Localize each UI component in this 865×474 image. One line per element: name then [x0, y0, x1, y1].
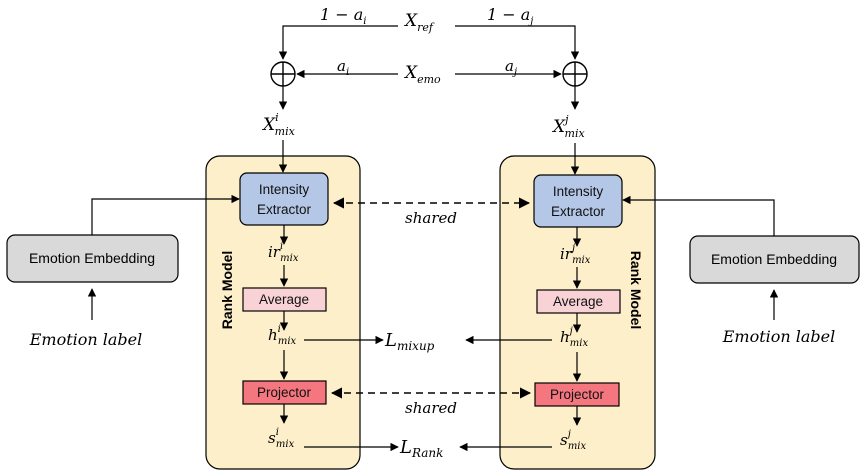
- xref-to-right-adder: [455, 25, 580, 60]
- shared-bottom-label: shared: [405, 399, 457, 417]
- right-embedding-to-extractor: [622, 195, 775, 236]
- one-minus-ai-label: 1 − ai: [320, 5, 367, 27]
- right-average-label: Average: [553, 294, 603, 309]
- right-adder-icon: [562, 61, 588, 87]
- right-emotion-embedding-label: Emotion Embedding: [711, 251, 837, 267]
- left-extractor-line2: Extractor: [257, 202, 312, 217]
- right-rank-model-title: Rank Model: [628, 251, 644, 330]
- left-adder-icon: [270, 61, 296, 87]
- left-average-label: Average: [259, 292, 309, 307]
- left-emotion-embedding-label: Emotion Embedding: [29, 250, 155, 266]
- left-projector-label: Projector: [257, 385, 312, 400]
- mixup-loss-label: Lmixup: [384, 330, 435, 353]
- ai-label: ai: [337, 57, 349, 78]
- right-average-box: [536, 289, 621, 314]
- left-embedding-to-extractor: [91, 194, 240, 235]
- aj-label: aj: [505, 57, 517, 78]
- left-intensity-extractor: [239, 172, 329, 226]
- x-ref-label: Xref: [403, 11, 435, 34]
- right-emotion-label-input: Emotion label: [722, 327, 836, 346]
- left-extractor-line1: Intensity: [259, 182, 310, 197]
- left-emotion-label-input: Emotion label: [29, 330, 143, 349]
- right-extractor-line2: Extractor: [551, 204, 606, 219]
- right-extractor-line1: Intensity: [553, 184, 604, 199]
- rank-loss-label: LRank: [399, 437, 443, 460]
- xref-to-left-adder: [278, 25, 398, 60]
- x-emo-label: Xemo: [403, 63, 441, 86]
- left-rank-model-title: Rank Model: [219, 251, 235, 330]
- one-minus-aj-label: 1 − aj: [487, 5, 533, 27]
- right-projector-label: Projector: [550, 387, 605, 402]
- shared-top-label: shared: [405, 209, 457, 227]
- right-intensity-extractor: [533, 174, 623, 228]
